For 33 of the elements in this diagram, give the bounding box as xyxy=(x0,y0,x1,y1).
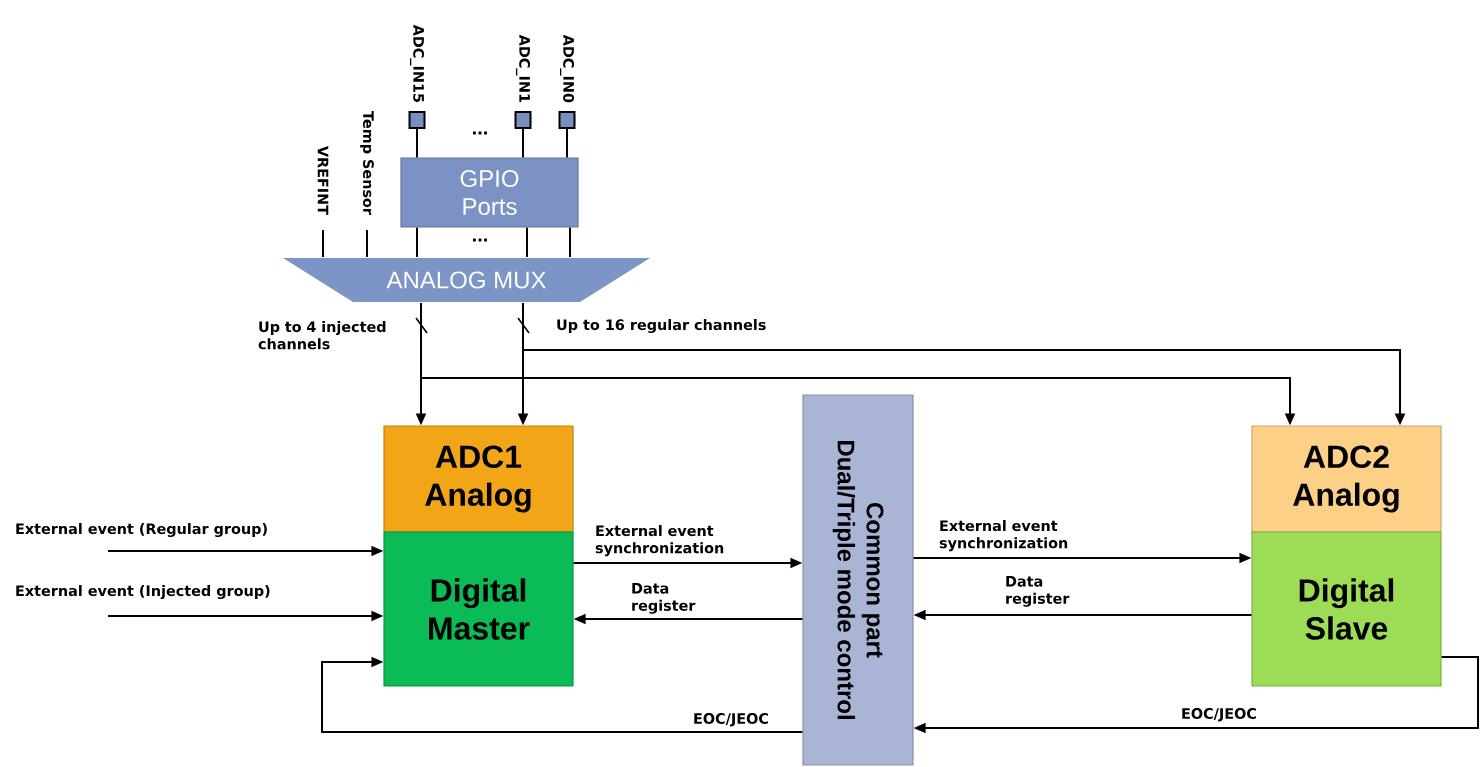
gpio-box: GPIO Ports xyxy=(400,157,579,228)
pin-label: ADC_IN0 xyxy=(560,34,575,103)
edge-label: External event synchronization xyxy=(939,520,1068,552)
edge-label: EOC/JEOC xyxy=(694,713,768,727)
arrow xyxy=(321,656,804,733)
edge-label: External event (Regular group) xyxy=(16,523,267,538)
edge-label: Data register xyxy=(1006,576,1070,607)
edge-label: Data register xyxy=(632,583,696,614)
mux-trapezoid: ANALOG MUX xyxy=(283,258,650,302)
control-bar: Common part Dual/Triple mode control xyxy=(802,394,914,766)
connector-line xyxy=(416,128,418,159)
edge-label: Up to 4 injected channels xyxy=(258,321,386,350)
ellipsis: ... xyxy=(473,238,487,242)
connector-line xyxy=(569,226,571,258)
connector-line xyxy=(566,128,568,159)
analog-block: ADC1 Analog xyxy=(383,425,574,533)
pin-label: ADC_IN1 xyxy=(516,34,531,102)
connector-line xyxy=(526,226,528,258)
digital-block: Digital Master xyxy=(383,531,574,687)
connector-line xyxy=(522,128,524,159)
edge-label: Up to 16 regular channels xyxy=(557,319,766,334)
edge-label: External event synchronization xyxy=(595,525,724,557)
connector-line xyxy=(366,229,368,258)
connector-line xyxy=(322,229,324,258)
signal-label: VREFINT xyxy=(317,145,329,215)
edge-label: External event (Injected group) xyxy=(16,585,270,600)
analog-block: ADC2 Analog xyxy=(1251,425,1442,533)
edge-label: EOC/JEOC xyxy=(1182,708,1256,722)
digital-block: Digital Slave xyxy=(1251,531,1442,687)
pin-label: ADC_IN15 xyxy=(410,24,425,102)
signal-label: Temp Sensor xyxy=(360,111,374,215)
ellipsis: ... xyxy=(473,131,487,135)
connector-line xyxy=(416,226,418,258)
